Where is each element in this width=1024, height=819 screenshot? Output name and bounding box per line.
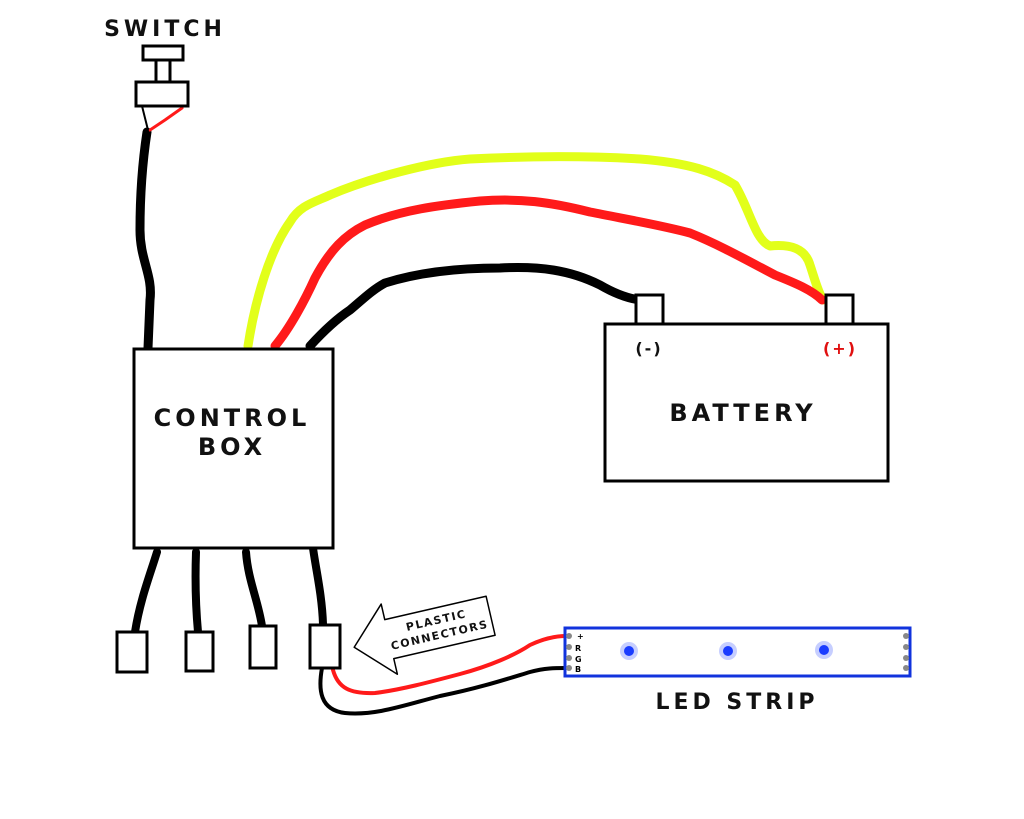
battery-negative-label: (-) xyxy=(635,339,662,358)
plastic-connector-1[interactable] xyxy=(115,630,149,674)
strip-pin-b-label: B xyxy=(575,665,581,674)
switch-wire-red xyxy=(148,106,184,132)
battery-label: BATTERY xyxy=(669,399,816,427)
led-strip-label: LED STRIP xyxy=(655,690,818,715)
battery-positive-label: (+) xyxy=(823,339,857,358)
red-wire xyxy=(270,195,827,351)
output-wire-1 xyxy=(131,548,161,636)
led-dot-icon xyxy=(723,646,733,656)
plastic-connector-3[interactable] xyxy=(248,624,278,670)
strip-cable-black xyxy=(318,666,568,716)
switch-wire-black xyxy=(135,127,155,353)
black-wire xyxy=(305,263,645,351)
strip-pin-r-label: R xyxy=(575,644,581,653)
battery-terminal-positive[interactable] xyxy=(824,293,855,327)
strip-cable-red xyxy=(331,634,568,696)
yellow-wire xyxy=(243,152,828,351)
battery-terminal-negative[interactable] xyxy=(634,293,665,327)
led-strip[interactable]: + R G B xyxy=(563,626,912,678)
switch-icon[interactable] xyxy=(134,44,190,108)
switch-label: SWITCH xyxy=(104,17,226,42)
control-box-label-line1: CONTROL xyxy=(154,404,311,432)
plastic-connector-2[interactable] xyxy=(184,630,215,673)
control-box-label-line2: BOX xyxy=(198,433,266,461)
control-box xyxy=(132,347,335,550)
output-wire-4 xyxy=(309,544,327,628)
strip-pin-g-label: G xyxy=(575,655,582,664)
output-wire-3 xyxy=(242,548,266,630)
output-wire-2 xyxy=(191,548,202,636)
switch-wire-thin xyxy=(141,105,149,131)
left-arrow-icon: PLASTIC CONNECTORS xyxy=(353,595,496,675)
led-dot-icon xyxy=(819,645,829,655)
strip-pin-plus-label: + xyxy=(577,632,584,641)
led-dot-icon xyxy=(624,646,634,656)
battery xyxy=(603,322,890,483)
plastic-connector-4[interactable] xyxy=(308,623,342,670)
